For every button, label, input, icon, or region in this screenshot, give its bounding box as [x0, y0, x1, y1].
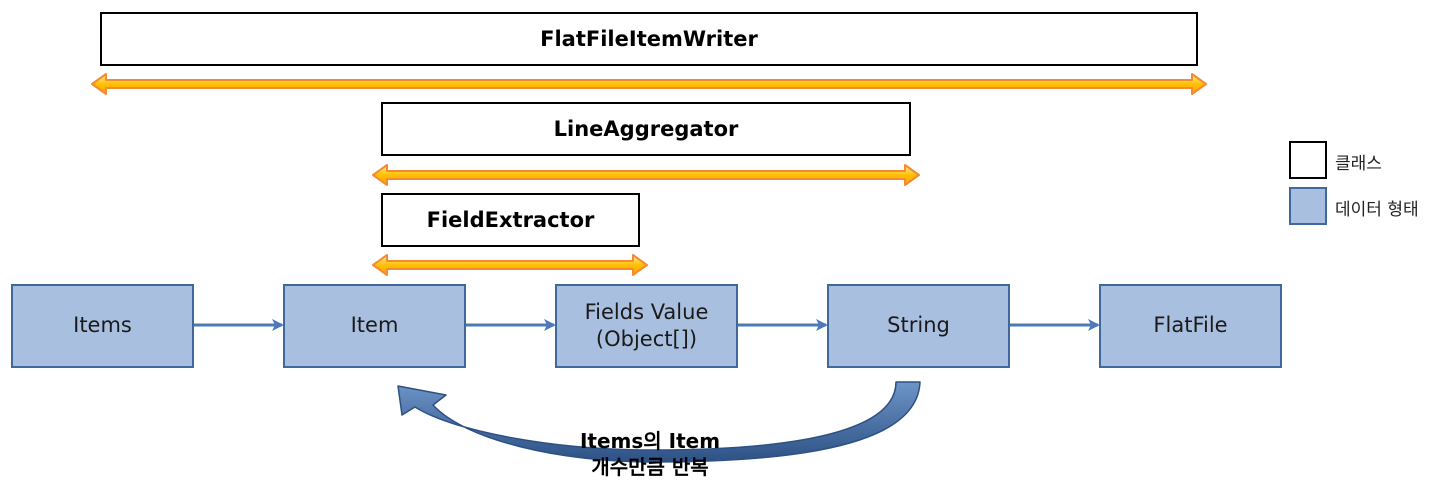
item-box: Item [283, 284, 466, 368]
legend-class-label: 클래스 [1335, 154, 1382, 174]
fields-value-box: Fields Value (Object[]) [555, 284, 738, 368]
legend-data-type-swatch [1289, 187, 1327, 225]
flat-file-item-writer-label: FlatFileItemWriter [540, 27, 758, 51]
field-extractor-label: FieldExtractor [426, 208, 595, 232]
line-aggregator-label: LineAggregator [553, 117, 739, 141]
fields-value-label: Fields Value [584, 299, 709, 324]
flat-file-label: FlatFile [1153, 313, 1228, 338]
loop-back-arrow [397, 381, 921, 463]
loop-caption-line2: 개수만큼 반복 [591, 455, 709, 480]
line-aggregator-box: LineAggregator [381, 102, 911, 156]
items-label: Items [73, 313, 132, 338]
loop-caption: Items의 Item 개수만큼 반복 [520, 428, 780, 481]
flat-file-item-writer-box: FlatFileItemWriter [100, 12, 1198, 66]
string-box: String [827, 284, 1010, 368]
field-extractor-scope-arrow [372, 254, 648, 276]
string-label: String [887, 313, 950, 338]
field-extractor-box: FieldExtractor [381, 193, 640, 247]
items-box: Items [11, 284, 194, 368]
item-label: Item [350, 313, 399, 338]
flat-file-item-writer-scope-arrow [91, 73, 1207, 95]
fields-value-type-label: (Object[]) [595, 327, 698, 351]
flat-file-box: FlatFile [1099, 284, 1282, 368]
line-aggregator-scope-arrow [372, 164, 920, 186]
legend-data-type-label: 데이터 형태 [1335, 200, 1419, 220]
loop-caption-line1: Items의 Item [579, 429, 721, 453]
legend-class-swatch [1289, 141, 1327, 179]
